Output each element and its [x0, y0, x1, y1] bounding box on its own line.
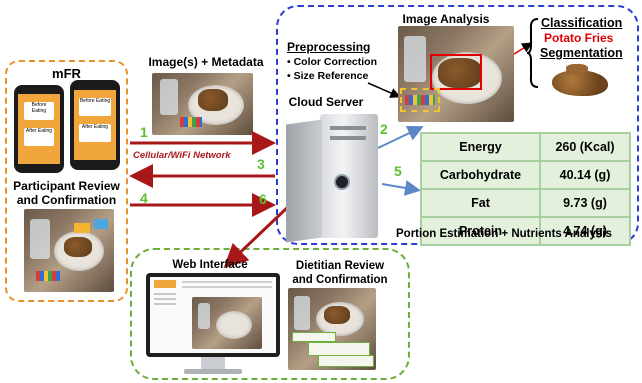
image-analysis-title: Image Analysis	[402, 12, 490, 26]
mfr-title: mFR	[52, 66, 81, 81]
table-row: Fat 9.73 (g)	[420, 188, 631, 218]
arrow-5-nutrients	[381, 180, 421, 196]
step-number: 3	[257, 156, 265, 172]
preprocessing-pointer	[367, 82, 401, 98]
phone-right: Before Eating After Eating	[70, 80, 120, 170]
nutrient-name: Protein	[420, 216, 541, 246]
phone-card: After Eating	[79, 124, 111, 142]
web-interface-title: Web Interface	[172, 259, 248, 271]
food-class-label: Potato Fries	[544, 31, 614, 45]
table-row: Energy 260 (Kcal)	[420, 132, 631, 162]
web-interface-panel	[130, 248, 410, 380]
preprocessing-title: Preprocessing	[287, 40, 371, 54]
nutrient-name: Fat	[420, 188, 541, 218]
captured-meal-photo	[152, 73, 253, 135]
classification-title: Classification	[541, 16, 623, 30]
nutrient-value: 4.74 (g)	[539, 216, 631, 246]
step-number: 6	[259, 191, 267, 207]
nutrient-name: Energy	[420, 132, 541, 162]
step-number: 2	[380, 121, 388, 137]
arrow-2-analysis	[377, 125, 424, 149]
arrow-6-web	[223, 203, 292, 269]
dietitian-review-title: Dietitian Review and Confirmation	[292, 260, 388, 286]
preprocessing-step-text: Size Reference	[293, 70, 369, 82]
portion-estimation-caption: Portion Estimation + Nutrients Analysis	[396, 228, 612, 240]
phone-card: Before Eating	[24, 102, 54, 120]
preprocessing-step-text: Color Correction	[293, 56, 378, 68]
phone-card: After Eating	[24, 128, 54, 146]
food-detection-box	[430, 54, 482, 90]
preprocessing-step: • Size Reference	[287, 70, 369, 82]
step-number: 5	[394, 163, 402, 179]
network-label: Cellular/WiFi Network	[133, 150, 231, 161]
reference-card-box	[400, 88, 440, 112]
phone-card: Before Eating	[79, 98, 111, 116]
step-number: 4	[140, 190, 148, 206]
dietitian-photo	[288, 288, 376, 370]
segmented-food-image	[548, 62, 614, 102]
nutrient-table: Energy 260 (Kcal) Carbohydrate 40.14 (g)…	[420, 132, 631, 246]
nutrient-name: Carbohydrate	[420, 160, 541, 190]
nutrient-value: 260 (Kcal)	[539, 132, 631, 162]
nutrient-value: 40.14 (g)	[539, 160, 631, 190]
image-metadata-label: Image(s) + Metadata	[148, 55, 264, 69]
cloud-server-label: Cloud Server	[288, 95, 364, 109]
preprocessing-step: • Color Correction	[287, 56, 378, 68]
mfr-panel	[5, 60, 128, 302]
participant-food-photo	[24, 209, 114, 292]
phone-left: Before Eating After Eating	[14, 85, 64, 173]
monitor-icon	[146, 273, 280, 378]
step-number: 1	[140, 124, 148, 140]
brace-icon	[526, 18, 539, 88]
table-row: Protein 4.74 (g)	[420, 216, 631, 246]
nutrient-value: 9.73 (g)	[539, 188, 631, 218]
table-row: Carbohydrate 40.14 (g)	[420, 160, 631, 190]
analysis-photo	[398, 26, 514, 122]
participant-review-title: Participant Review and Confirmation	[13, 179, 120, 207]
segmentation-title: Segmentation	[540, 46, 623, 60]
server-tower-icon	[282, 114, 380, 244]
